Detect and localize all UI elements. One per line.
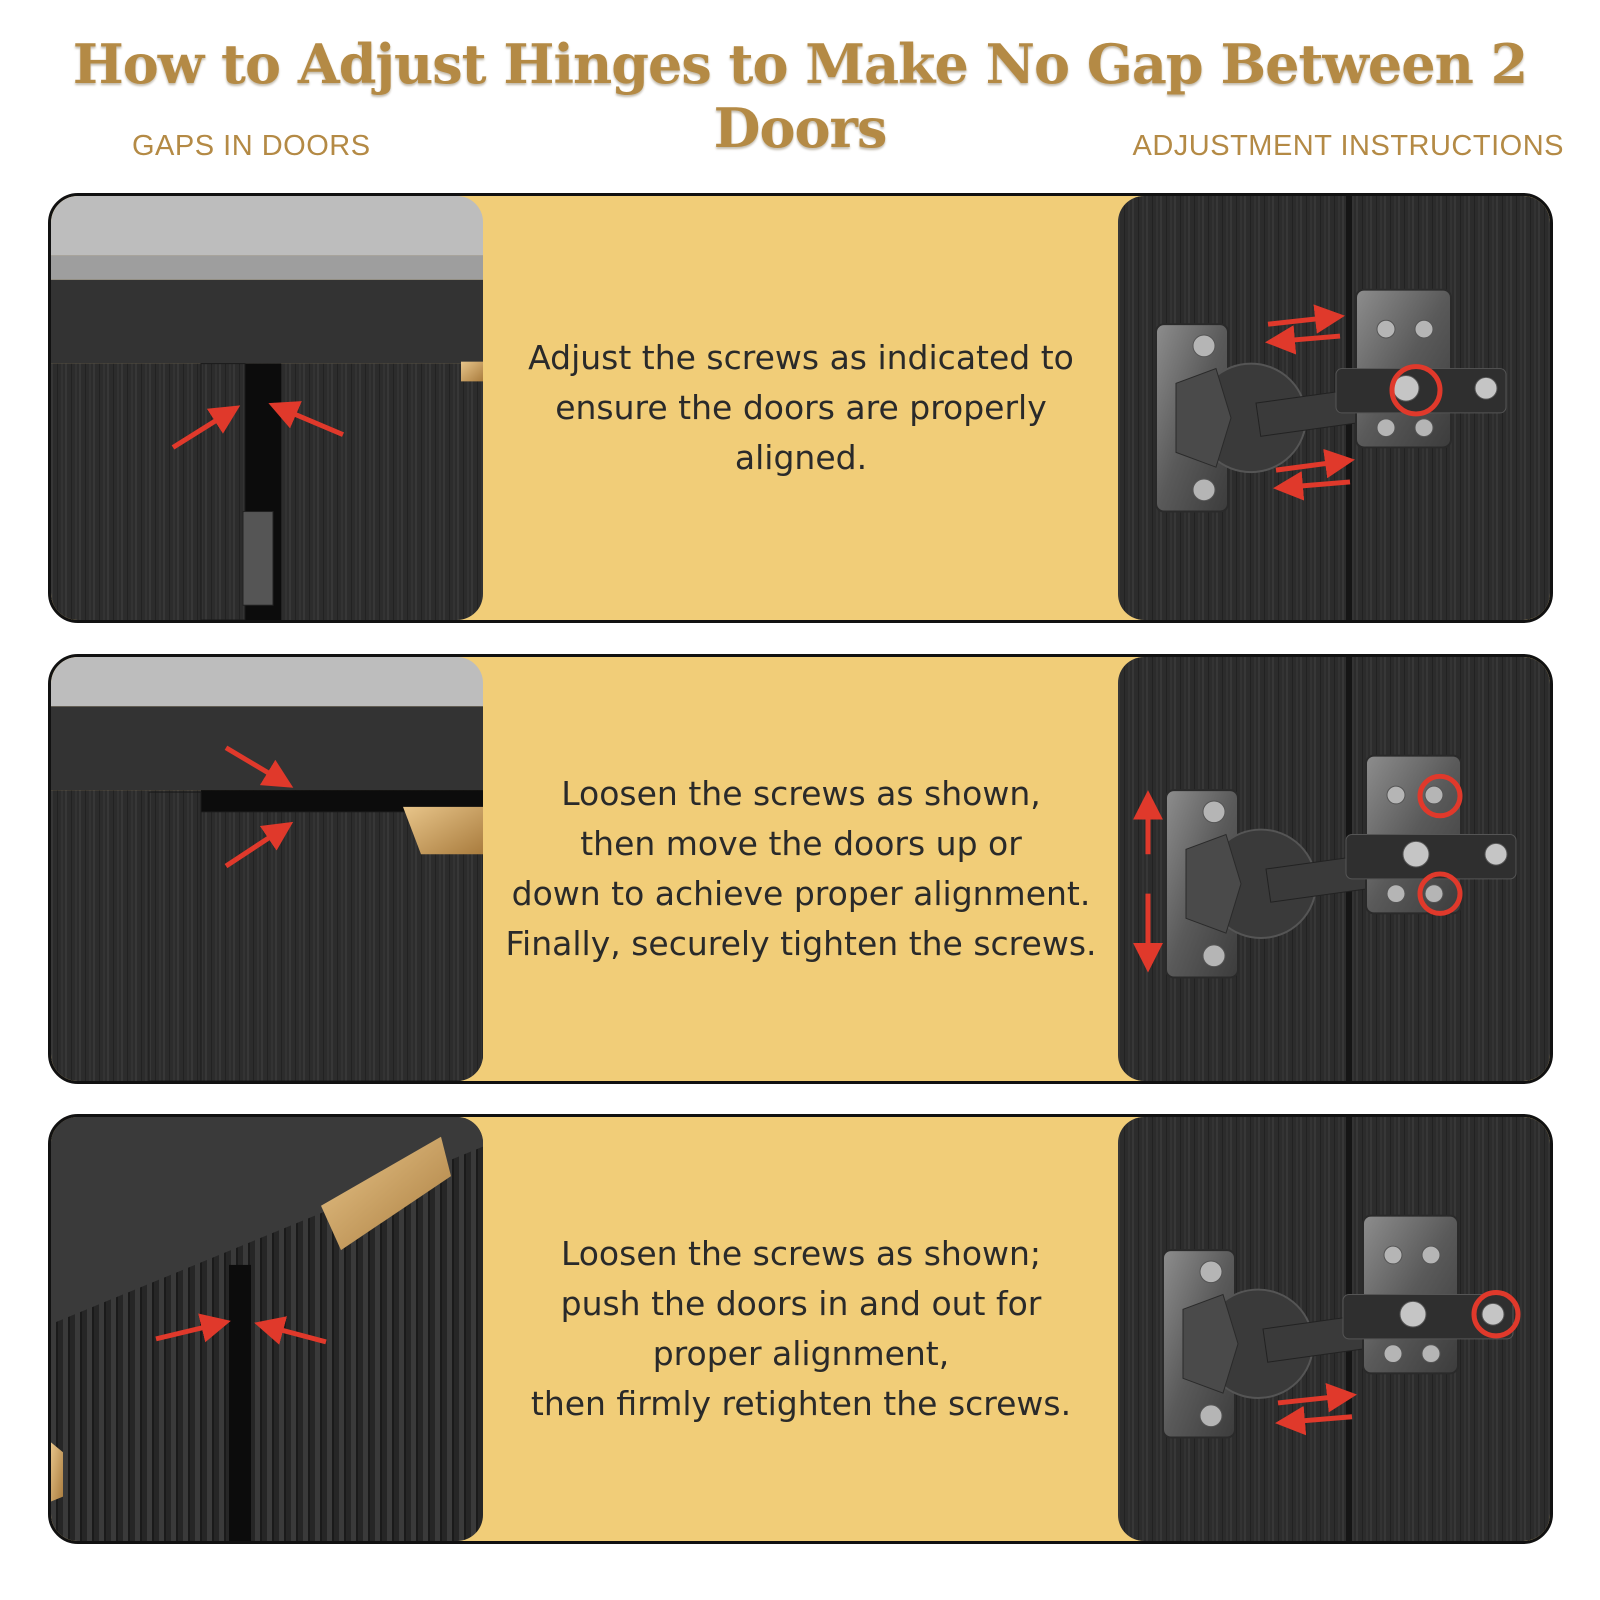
instructions-header: ADJUSTMENT INSTRUCTIONS bbox=[1132, 130, 1564, 162]
page-title: How to Adjust Hinges to Make No Gap Betw… bbox=[72, 32, 1529, 160]
instruction-line: ensure the doors are properly aligned. bbox=[555, 388, 1047, 477]
instruction-line: Loosen the screws as shown; bbox=[560, 1234, 1042, 1273]
instruction-text-2: Loosen the screws as shown, then move th… bbox=[491, 657, 1111, 1081]
door-gap-image-3 bbox=[51, 1117, 483, 1541]
instruction-text-3: Loosen the screws as shown; push the doo… bbox=[491, 1117, 1111, 1541]
instruction-text-1: Adjust the screws as indicated to ensure… bbox=[491, 196, 1111, 620]
instruction-line: down to achieve proper alignment. bbox=[511, 874, 1091, 913]
step-panel-1: Adjust the screws as indicated to ensure… bbox=[48, 193, 1553, 623]
instruction-line: proper alignment, bbox=[652, 1334, 950, 1373]
instruction-line: then firmly retighten the screws. bbox=[530, 1384, 1072, 1423]
door-gap-image-1 bbox=[51, 196, 483, 620]
step-panel-2: Loosen the screws as shown, then move th… bbox=[48, 654, 1553, 1084]
gaps-header: GAPS IN DOORS bbox=[132, 130, 371, 162]
hinge-image-3 bbox=[1118, 1117, 1550, 1541]
instruction-line: then move the doors up or bbox=[580, 824, 1022, 863]
instruction-line: push the doors in and out for bbox=[560, 1284, 1042, 1323]
instruction-line: Loosen the screws as shown, bbox=[561, 774, 1041, 813]
step-panel-3: Loosen the screws as shown; push the doo… bbox=[48, 1114, 1553, 1544]
instruction-line: Adjust the screws as indicated to bbox=[528, 338, 1074, 377]
door-gap-image-2 bbox=[51, 657, 483, 1081]
instruction-line: Finally, securely tighten the screws. bbox=[505, 924, 1097, 963]
hinge-image-2 bbox=[1118, 657, 1550, 1081]
hinge-image-1 bbox=[1118, 196, 1550, 620]
